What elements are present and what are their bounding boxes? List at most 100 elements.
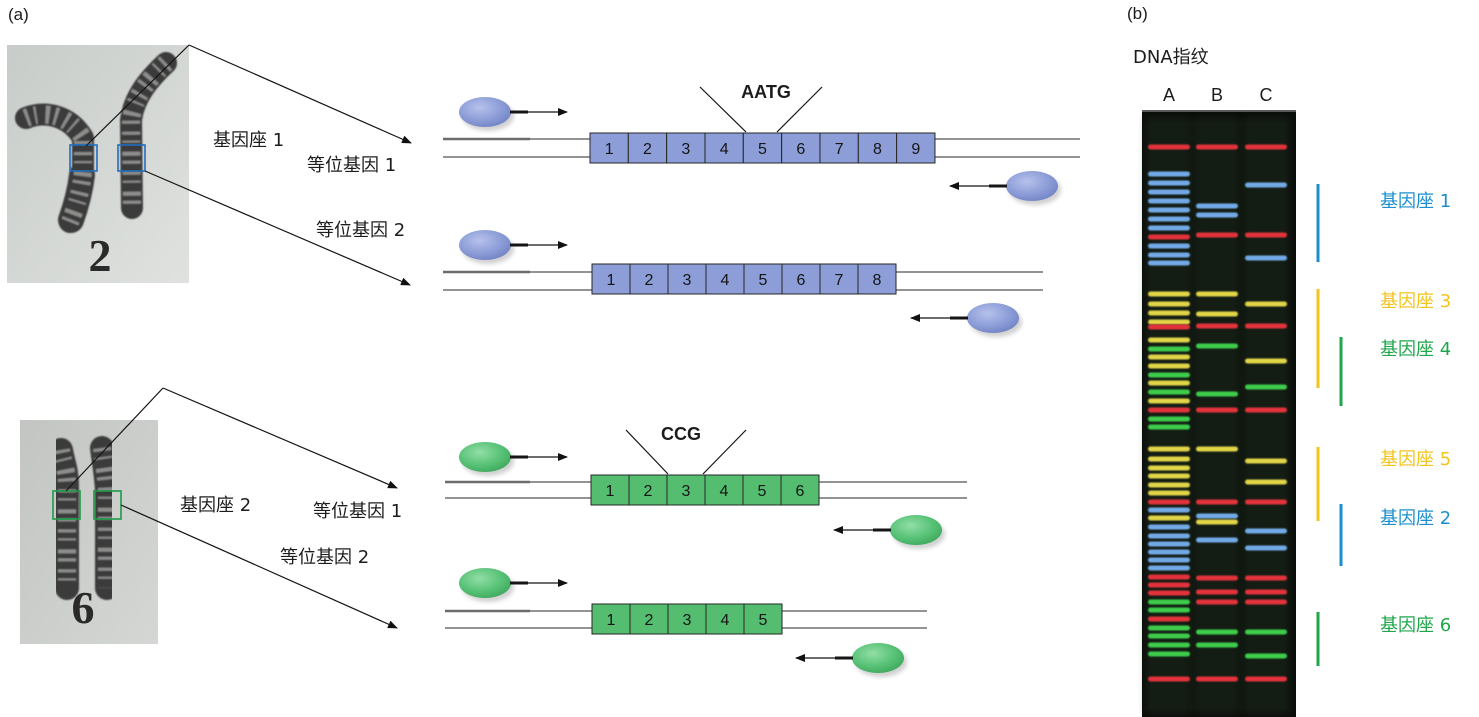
gel-lane [1146, 118, 1192, 713]
gel-band [1196, 446, 1238, 452]
gel-band [1196, 311, 1238, 317]
chromosome-right [90, 436, 119, 600]
gel-band [1148, 582, 1190, 588]
repeat-unit-number: 4 [720, 141, 729, 158]
lane-label-c: C [1260, 85, 1273, 105]
chromosome-6-micrograph: 6 [20, 420, 158, 644]
gel-band [1148, 319, 1190, 325]
connector-line [85, 44, 190, 147]
gel-band [1245, 528, 1287, 534]
gel-band [1245, 407, 1287, 413]
gel-band [1148, 207, 1190, 213]
reverse-primer [967, 303, 1019, 333]
micrograph-background [20, 420, 158, 644]
chromosome-pair [49, 436, 119, 600]
repeat-unit-number: 6 [796, 141, 805, 158]
gel-band [1245, 232, 1287, 238]
locus-key-label: 基因座 4 [1380, 339, 1451, 360]
repeat-unit-number: 6 [796, 483, 805, 500]
gel-band [1196, 599, 1238, 605]
repeat-unit-box [705, 603, 745, 635]
repeat-unit-number: 5 [758, 141, 767, 158]
reverse-primer [1006, 171, 1058, 201]
gel-band [1148, 407, 1190, 413]
gel-band [1245, 479, 1287, 485]
fingerprint-title: DNA指纹 [1133, 47, 1209, 68]
locus-key-label: 基因座 1 [1380, 191, 1451, 212]
gel-band [1196, 642, 1238, 648]
gel-band [1148, 424, 1190, 430]
locus-1-allele-1-label: 等位基因 1 [307, 155, 396, 176]
gel-band [1148, 324, 1190, 330]
gel-band [1148, 482, 1190, 488]
gel-band [1148, 189, 1190, 195]
repeat-unit-box [667, 603, 707, 635]
gel-band [1196, 203, 1238, 209]
repeat-unit-box [743, 603, 783, 635]
gel-band [1196, 391, 1238, 397]
gel-band [1148, 616, 1190, 622]
forward-primer [459, 442, 511, 472]
panel-label-a: (a) [8, 5, 29, 24]
locus-1-marker-left [69, 144, 98, 172]
gel-band [1148, 473, 1190, 479]
gel-band [1196, 589, 1238, 595]
gel-band [1148, 380, 1190, 386]
gel-band [1245, 629, 1287, 635]
repeat-unit-number: 5 [758, 483, 767, 500]
gel-band [1148, 676, 1190, 682]
reverse-primer [890, 515, 942, 545]
locus-1-marker-right [117, 144, 146, 172]
chromosome-number-6: 6 [72, 582, 95, 633]
connector-arrow-locus1-allele2 [144, 170, 411, 286]
repeat-unit-box [896, 132, 936, 164]
gel-band [1245, 323, 1287, 329]
gel-band [1196, 575, 1238, 581]
locus-1-allele-2-label: 等位基因 2 [316, 220, 405, 241]
gel-band [1245, 499, 1287, 505]
reverse-primer [852, 643, 904, 673]
repeat-unit-number: 4 [720, 483, 729, 500]
callout-line [702, 429, 747, 475]
repeat-unit-number: 7 [835, 141, 844, 158]
chromosome-number-2: 2 [89, 230, 112, 281]
gel-band [1148, 456, 1190, 462]
gel-band [1245, 575, 1287, 581]
repeat-unit-box [591, 263, 631, 295]
gel-band [1148, 301, 1190, 307]
gel-band [1245, 458, 1287, 464]
gel-bands [1148, 144, 1287, 682]
gel-band [1245, 676, 1287, 682]
gel-band [1245, 545, 1287, 551]
repeat-unit-box [705, 263, 745, 295]
locus-2-label: 基因座 2 [180, 495, 251, 516]
locus-key-label: 基因座 5 [1380, 449, 1451, 470]
repeat-unit-box [590, 474, 630, 506]
gel-band [1148, 354, 1190, 360]
gel-band [1148, 633, 1190, 639]
repeat-unit-number: 1 [605, 141, 614, 158]
gel-band [1148, 565, 1190, 571]
repeat-unit-box [780, 474, 820, 506]
repeat-unit-box [743, 263, 783, 295]
connector-arrow-locus2-allele1 [162, 387, 398, 489]
repeat-unit-box [629, 603, 669, 635]
repeat-unit-box [629, 263, 669, 295]
repeat-unit-box [819, 263, 859, 295]
repeat-unit-number: 7 [835, 272, 844, 289]
repeat-unit-box [781, 132, 821, 164]
gel-band [1148, 599, 1190, 605]
fingerprint-locus-key: 基因座 1 基因座 3 基因座 4 基因座 5 基因座 2 基因座 6 [1316, 184, 1451, 666]
gel-band [1196, 519, 1238, 525]
gel-band [1148, 198, 1190, 204]
locus-key-label: 基因座 2 [1380, 508, 1451, 529]
connector-arrow-locus2-allele2 [120, 504, 398, 629]
gel-band [1148, 499, 1190, 505]
repeat-unit-box [666, 132, 706, 164]
repeat-unit-callout-ccg: CCG [625, 424, 747, 475]
repeat-unit-number: 9 [911, 141, 920, 158]
